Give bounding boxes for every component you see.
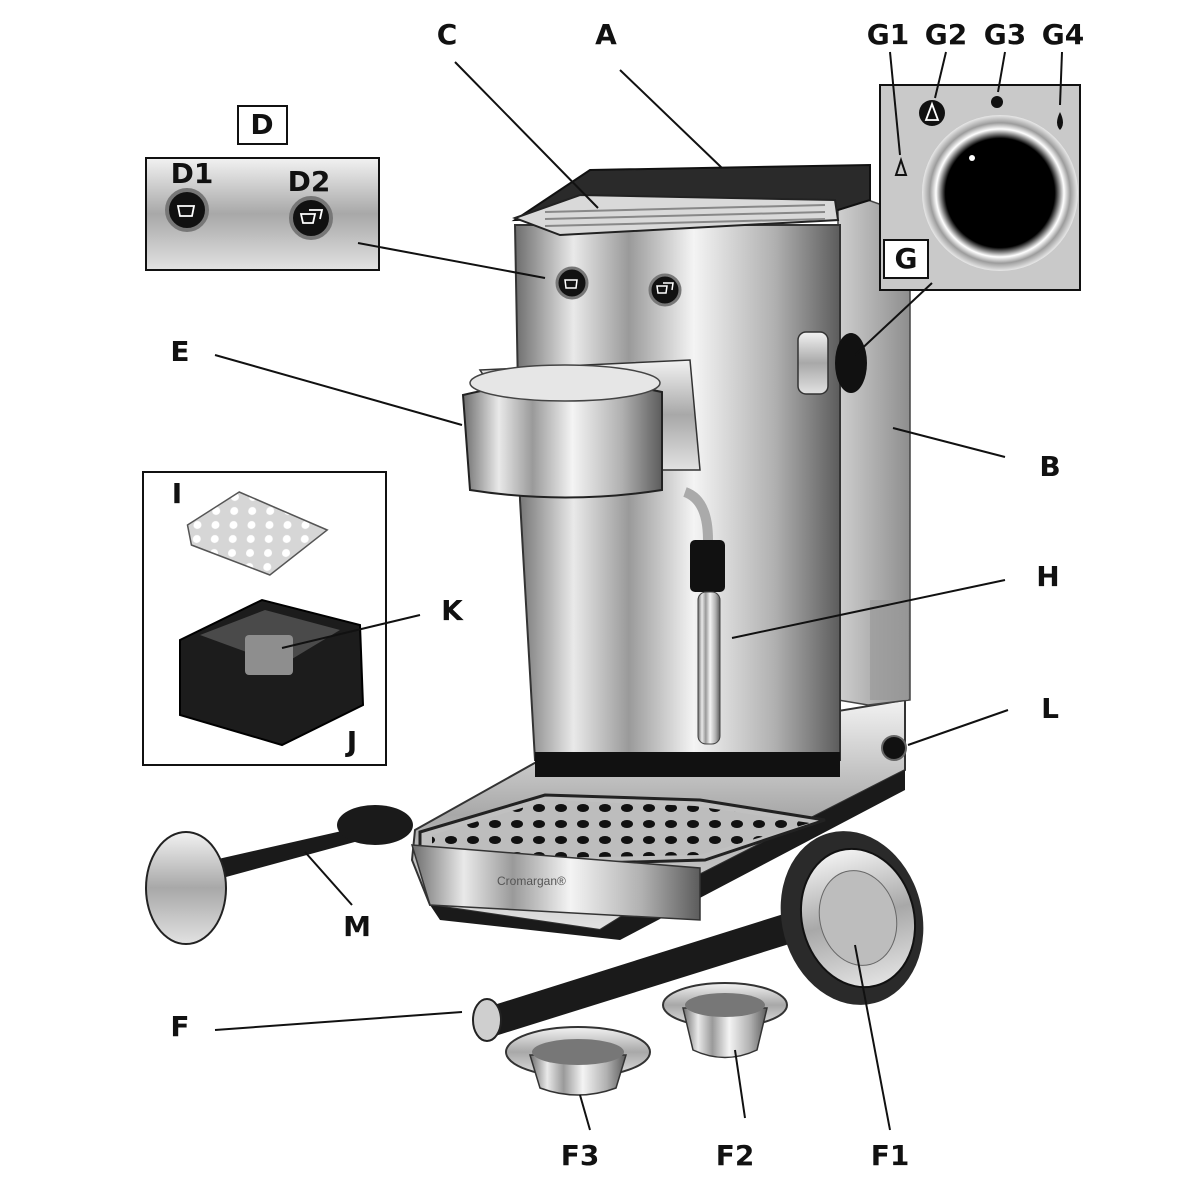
two-cups-icon	[299, 209, 324, 224]
portafilter-handle-cap	[472, 998, 502, 1042]
leader-l	[907, 709, 1009, 746]
body-bottom-trim	[535, 752, 840, 777]
leader-f2	[734, 1049, 746, 1119]
drip-tray-grid	[432, 800, 810, 860]
label-e: E	[170, 335, 189, 368]
label-d2: D2	[288, 165, 331, 198]
portafilter[interactable]	[472, 815, 942, 1042]
label-f3: F3	[561, 1139, 600, 1172]
label-f: F	[170, 1010, 189, 1043]
inset-d-button-panel	[145, 105, 380, 271]
inset-d2-button[interactable]	[289, 196, 333, 240]
tamper-measuring-spoon[interactable]	[145, 805, 413, 945]
drip-tray-front	[410, 844, 701, 921]
leader-k	[281, 614, 421, 649]
leader-d	[357, 242, 546, 279]
steam-wand-grip[interactable]	[690, 540, 725, 592]
leader-g2	[934, 51, 947, 99]
two-cup-button[interactable]	[648, 273, 682, 307]
inset-g-label-box	[883, 239, 929, 279]
tamper-handle	[205, 828, 362, 880]
label-l: L	[1041, 692, 1059, 725]
label-c: C	[437, 18, 458, 51]
steam-icon	[894, 156, 908, 176]
portafilter-handle	[478, 912, 802, 1037]
inset-selector-dial[interactable]	[922, 115, 1078, 271]
label-g: G	[895, 242, 918, 275]
inset-g-selector-panel	[879, 84, 1081, 291]
leader-b	[892, 427, 1006, 458]
drop-icon	[1057, 112, 1063, 130]
label-g3: G3	[984, 18, 1026, 51]
label-i: I	[172, 477, 182, 510]
inset-drip-tray-parts	[142, 471, 387, 766]
machine: Cromargan®	[410, 163, 911, 940]
cup-warmer-slats	[544, 204, 826, 227]
label-m: M	[343, 910, 371, 943]
callout-labels: A C D D1 D2 E B G G1 G2 G3 G4 H I K J L …	[170, 18, 1084, 1172]
leader-g	[854, 282, 933, 356]
leader-g1	[889, 51, 901, 156]
leader-h	[731, 579, 1006, 639]
label-j: J	[345, 725, 357, 758]
float-indicator	[245, 635, 293, 675]
drip-grid-plate	[186, 491, 329, 576]
one-cup-button[interactable]	[555, 266, 589, 300]
steam-wand-pipe	[682, 487, 713, 560]
tank-window	[870, 600, 908, 700]
leader-f1	[854, 944, 891, 1131]
label-d: D	[250, 108, 273, 141]
leader-g4	[1059, 51, 1063, 106]
leader-g3	[997, 51, 1006, 93]
tamper-face	[145, 831, 227, 945]
label-d1: D1	[171, 157, 214, 190]
steam-wand-tip	[697, 591, 721, 745]
leader-e	[214, 354, 463, 426]
leader-c	[454, 61, 599, 209]
inset-d1-button[interactable]	[165, 188, 209, 232]
label-k: K	[441, 594, 464, 627]
inset-dial-indicator	[969, 155, 975, 161]
dot-icon	[991, 96, 1003, 108]
steam-setting-icon	[919, 100, 945, 126]
label-a: A	[595, 18, 617, 51]
leader-f	[214, 1011, 463, 1031]
leader-lines	[214, 51, 1063, 1131]
label-b: B	[1039, 450, 1060, 483]
leader-f3	[579, 1094, 591, 1131]
cup-icon	[564, 279, 578, 289]
portafilter-basket-f1	[818, 870, 898, 966]
label-g4: G4	[1042, 18, 1084, 51]
brew-group-top	[469, 364, 661, 402]
filter-basket-f2[interactable]	[662, 982, 788, 1059]
rotary-selector-knob[interactable]	[797, 331, 867, 395]
label-g1: G1	[867, 18, 909, 51]
inset-d-label-box	[237, 105, 288, 145]
label-f1: F1	[871, 1139, 910, 1172]
brand-label: Cromargan®	[497, 874, 566, 888]
label-h: H	[1036, 560, 1059, 593]
label-f2: F2	[716, 1139, 755, 1172]
filter-basket-f3[interactable]	[505, 1026, 651, 1096]
leader-m	[304, 851, 353, 906]
cup-icon	[176, 205, 196, 217]
power-switch[interactable]	[881, 735, 907, 761]
measuring-spoon	[337, 805, 413, 845]
two-cups-icon	[656, 282, 674, 294]
leader-a	[619, 69, 723, 169]
label-g2: G2	[925, 18, 967, 51]
